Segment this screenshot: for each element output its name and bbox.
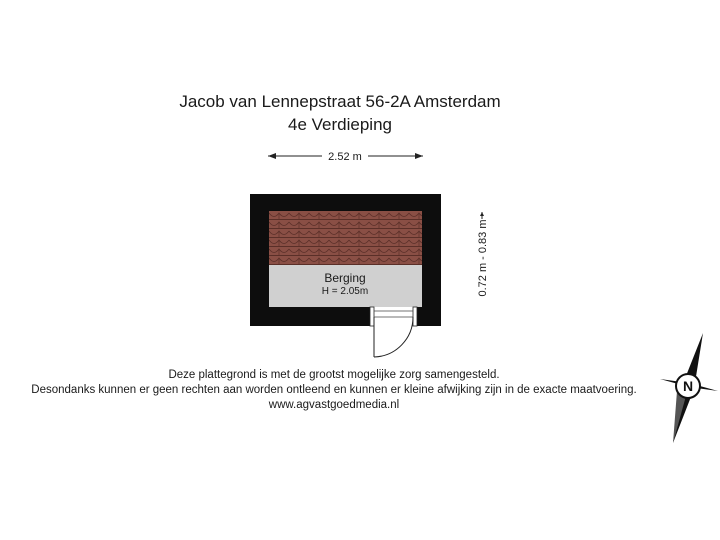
compass-rose-icon: N	[660, 333, 718, 443]
roof-slope	[269, 211, 422, 265]
website-link[interactable]: www.agvastgoedmedia.nl	[268, 399, 400, 411]
floor-title: 4e Verdieping	[288, 115, 392, 134]
room-berging	[269, 265, 422, 307]
depth-label: 0.72 m - 0.83 m	[477, 219, 489, 296]
disclaimer-line-2: Desondanks kunnen er geen rechten aan wo…	[31, 384, 637, 396]
room-height: H = 2.05m	[322, 286, 368, 297]
address-title: Jacob van Lennepstraat 56-2A Amsterdam	[179, 92, 501, 111]
depth-dimension: 0.72 m - 0.83 m	[477, 212, 489, 297]
door[interactable]	[369, 306, 418, 358]
width-label: 2.52 m	[328, 151, 362, 163]
room-name: Berging	[324, 271, 365, 285]
width-dimension: 2.52 m	[268, 151, 423, 163]
disclaimer-line-1: Deze plattegrond is met de grootst mogel…	[168, 369, 500, 381]
north-label: N	[683, 378, 693, 394]
